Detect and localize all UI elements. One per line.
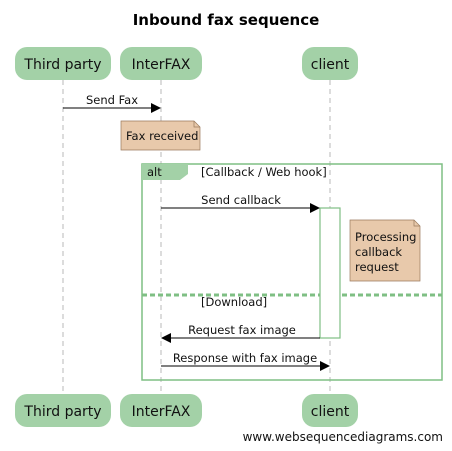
note-text: Fax received	[126, 129, 198, 143]
message-send-fax: Send Fax	[63, 93, 161, 113]
message-label: Response with fax image	[173, 351, 317, 365]
note-line: Processing	[355, 230, 416, 244]
actor-client-top: client	[302, 47, 358, 80]
alt-block: alt [Callback / Web hook] [Download]	[141, 163, 443, 381]
footer-watermark: www.websequencediagrams.com	[243, 430, 443, 444]
actor-client-bottom: client	[302, 394, 358, 427]
alt-frame	[141, 163, 443, 381]
actor-label: Third party	[23, 404, 101, 420]
actor-label: InterFAX	[132, 404, 191, 420]
activation-bar-client	[319, 207, 341, 339]
message-label: Send Fax	[86, 93, 138, 107]
actor-third-party-top: Third party	[15, 47, 111, 80]
alt-guard-callback: [Callback / Web hook]	[201, 165, 327, 179]
alt-guard-download: [Download]	[201, 295, 267, 309]
actor-label: Third party	[23, 57, 101, 73]
message-label: Send callback	[201, 193, 281, 207]
message-response-fax-image: Response with fax image	[161, 351, 330, 371]
actor-label: client	[311, 57, 350, 73]
alt-keyword: alt	[147, 165, 162, 179]
actor-third-party-bottom: Third party	[15, 394, 111, 427]
diagram-title: Inbound fax sequence	[133, 11, 320, 29]
note-processing-callback: Processing callback request	[349, 219, 421, 282]
message-label: Request fax image	[188, 323, 296, 337]
actor-interfax-top: InterFAX	[120, 47, 202, 80]
note-line: request	[355, 260, 399, 274]
note-line: callback	[355, 245, 402, 259]
actor-label: client	[311, 404, 350, 420]
actor-interfax-bottom: InterFAX	[120, 394, 202, 427]
message-request-fax-image: Request fax image	[161, 323, 320, 343]
message-send-callback: Send callback	[161, 193, 320, 213]
note-fax-received: Fax received	[120, 120, 201, 151]
actor-label: InterFAX	[132, 57, 191, 73]
alt-tab	[142, 164, 188, 180]
